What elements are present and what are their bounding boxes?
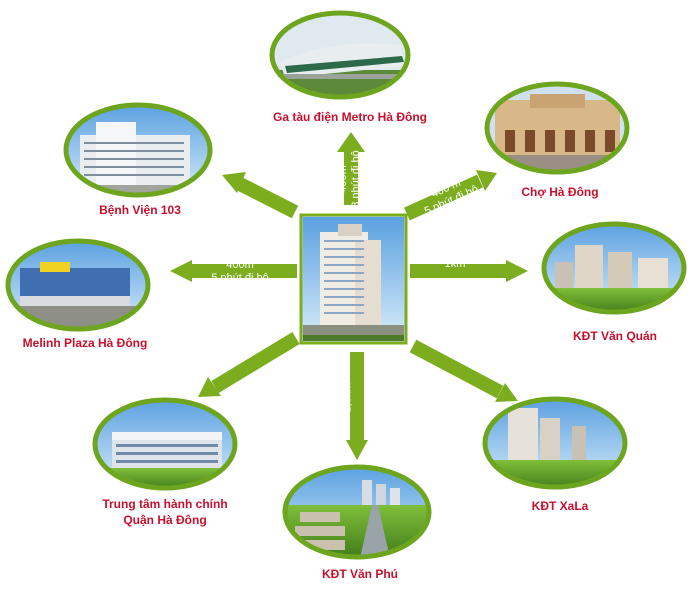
distance-vanphu: 1,5km: [342, 373, 355, 423]
arrow-benhvien: [236, 177, 299, 219]
node-benhvien-image: [63, 102, 213, 198]
label-trungtam-line1: Trung tâm hành chính: [102, 497, 228, 511]
label-metro: Ga tàu điện Metro Hà Đông: [272, 110, 427, 124]
time-melinh-value: 5 phút đi bộ: [211, 272, 269, 284]
arrow-trungtam: [211, 332, 300, 393]
arrowhead-benhvien: [222, 172, 246, 193]
node-melinh-image: [5, 238, 151, 332]
distance-vanquan-value: 1km: [444, 258, 466, 270]
arrowhead-metro: [337, 132, 365, 152]
arrowhead-vanphu: [346, 440, 368, 460]
node-metro-image: [269, 10, 411, 100]
arrowheads: [170, 132, 528, 460]
arrow-xala: [409, 339, 504, 399]
node-vanquan-image: [541, 221, 687, 315]
node-cho-image: [484, 81, 630, 175]
arrows: [188, 148, 510, 442]
arrowhead-melinh: [170, 260, 192, 282]
distance-metro-value: 400m: [337, 165, 349, 193]
node-xala-image: [482, 396, 628, 490]
arrowhead-trungtam: [198, 377, 221, 397]
label-vanphu: KĐT Văn Phú: [321, 567, 398, 581]
label-vanquan: KĐT Văn Quán: [572, 329, 657, 343]
node-trungtam-image: [92, 397, 238, 491]
center-building-image: [299, 213, 408, 345]
label-trungtam-line2: Quận Hà Đông: [123, 513, 207, 527]
label-melinh: Melinh Plaza Hà Đông: [22, 336, 148, 350]
distance-melinh-value: 400m: [226, 259, 254, 271]
arrowhead-vanquan: [506, 260, 528, 282]
label-benhvien: Bệnh Viện 103: [99, 203, 181, 217]
time-metro-value: 8 phút đi bộ: [350, 150, 362, 208]
arrowhead-xala: [495, 383, 518, 402]
node-vanphu-image: [282, 464, 432, 560]
label-cho: Chợ Hà Đông: [521, 185, 599, 199]
distance-melinh: 400m 5 phút đi bộ: [195, 259, 285, 285]
label-xala: KĐT XaLa: [531, 499, 589, 513]
arrow-cho: [404, 174, 483, 221]
distance-vanphu-value: 1,5km: [341, 382, 354, 413]
distance-vanquan: 1km: [430, 258, 480, 271]
distance-metro: 400m 8 phút đi bộ: [337, 139, 363, 219]
arrowhead-cho: [476, 170, 497, 191]
